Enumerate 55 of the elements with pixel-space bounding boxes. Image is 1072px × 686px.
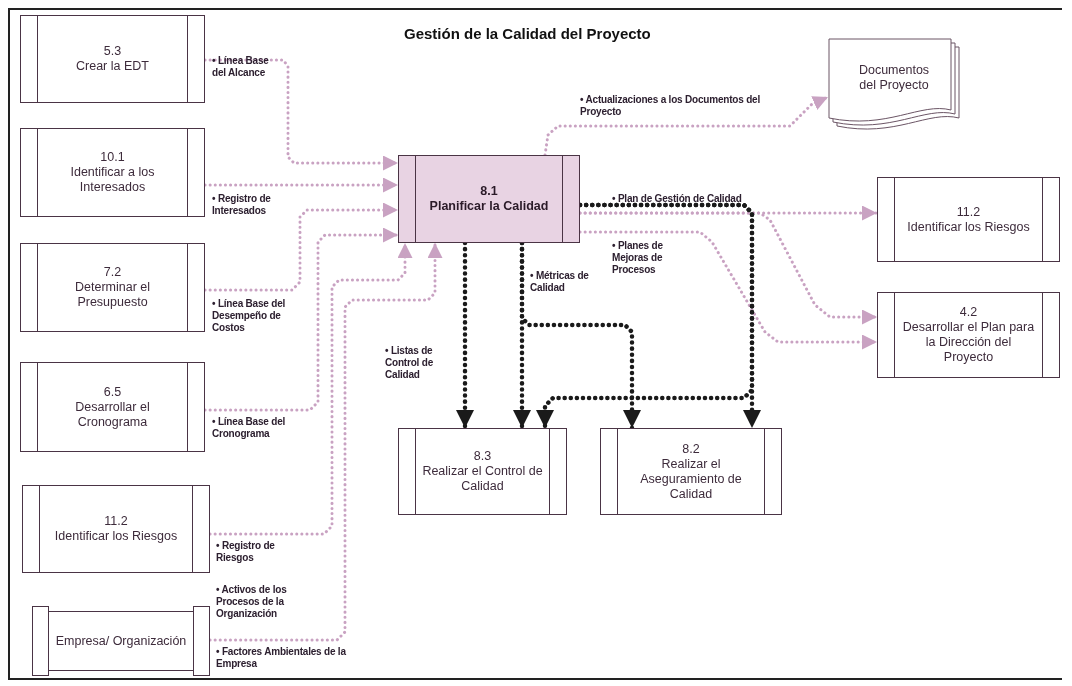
dotted-arrow bbox=[208, 241, 413, 536]
edge-label: • Línea Base del Desempeño de Costos bbox=[212, 298, 287, 334]
dotted-arrow bbox=[203, 58, 400, 171]
process-name: Crear la EDT bbox=[75, 59, 150, 74]
process-number: 5.3 bbox=[102, 44, 123, 59]
edge-label: • Línea Base del Alcance bbox=[212, 55, 270, 79]
edge-label: • Actualizaciones a los Documentos del Proyecto bbox=[580, 94, 762, 118]
process-name: Empresa/ Organización bbox=[54, 633, 188, 649]
process-box bbox=[20, 15, 205, 103]
diagram-title: Gestión de la Calidad del Proyecto bbox=[404, 25, 651, 42]
process-number: 11.2 bbox=[955, 204, 982, 220]
edge-label: • Planes de Mejoras de Procesos bbox=[612, 240, 664, 276]
process-box bbox=[20, 243, 205, 332]
process-name: Planificar la Calidad bbox=[428, 199, 550, 214]
dotted-arrow bbox=[203, 177, 400, 193]
process-box bbox=[877, 292, 1060, 378]
process-box bbox=[20, 128, 205, 217]
process-name: Desarrollar el Plan para la Dirección del Proyecto bbox=[901, 320, 1036, 365]
edge-label: • Listas de Control de Calidad bbox=[385, 345, 434, 381]
process-number: 4.2 bbox=[958, 305, 979, 320]
process-box bbox=[398, 428, 567, 515]
process-box bbox=[877, 177, 1060, 262]
process-name: Identificar a los Interesados bbox=[69, 165, 156, 195]
process-box bbox=[20, 362, 205, 452]
process-number: 10.1 bbox=[99, 150, 126, 165]
dotted-arrow bbox=[203, 227, 400, 412]
process-box bbox=[600, 428, 782, 515]
process-number: 8.2 bbox=[681, 441, 701, 457]
process-number: 6.5 bbox=[102, 384, 123, 400]
process-number: 8.1 bbox=[479, 184, 499, 199]
process-name: Determinar el Presupuesto bbox=[74, 280, 151, 310]
process-number: 11.2 bbox=[103, 514, 129, 529]
dotted-arrow bbox=[578, 230, 879, 350]
edge-label: • Línea Base del Cronograma bbox=[212, 416, 287, 440]
note-text: • Factores Ambientales de la Empresa bbox=[216, 646, 346, 670]
edge-label: • Activos de los Procesos de la Organización bbox=[216, 584, 288, 620]
dotted-arrow bbox=[543, 95, 830, 157]
process-name: Realizar el Aseguramiento de Calidad bbox=[639, 456, 743, 502]
process-number: 8.3 bbox=[472, 449, 493, 464]
dotted-arrow bbox=[203, 202, 400, 292]
process-name: Desarrollar el Cronograma bbox=[74, 399, 151, 430]
dotted-arrow bbox=[578, 211, 879, 325]
process-box bbox=[398, 155, 580, 243]
process-name: Identificar los Riesgos bbox=[53, 529, 179, 544]
edge-label: • Registro de Riesgos bbox=[216, 540, 276, 564]
process-box bbox=[22, 485, 210, 573]
scroll-box bbox=[32, 606, 210, 676]
process-number: 7.2 bbox=[102, 265, 123, 280]
process-name: Documentos del Proyecto bbox=[857, 63, 931, 93]
edge-label: • Métricas de Calidad bbox=[530, 270, 590, 294]
process-name: Realizar el Control de Calidad bbox=[421, 464, 544, 494]
dotted-arrow bbox=[208, 241, 443, 642]
edge-label: • Plan de Gestión de Calidad bbox=[612, 193, 743, 205]
process-name: Identificar los Riesgos bbox=[906, 219, 1031, 235]
edge-label: • Registro de Interesados bbox=[212, 193, 272, 217]
